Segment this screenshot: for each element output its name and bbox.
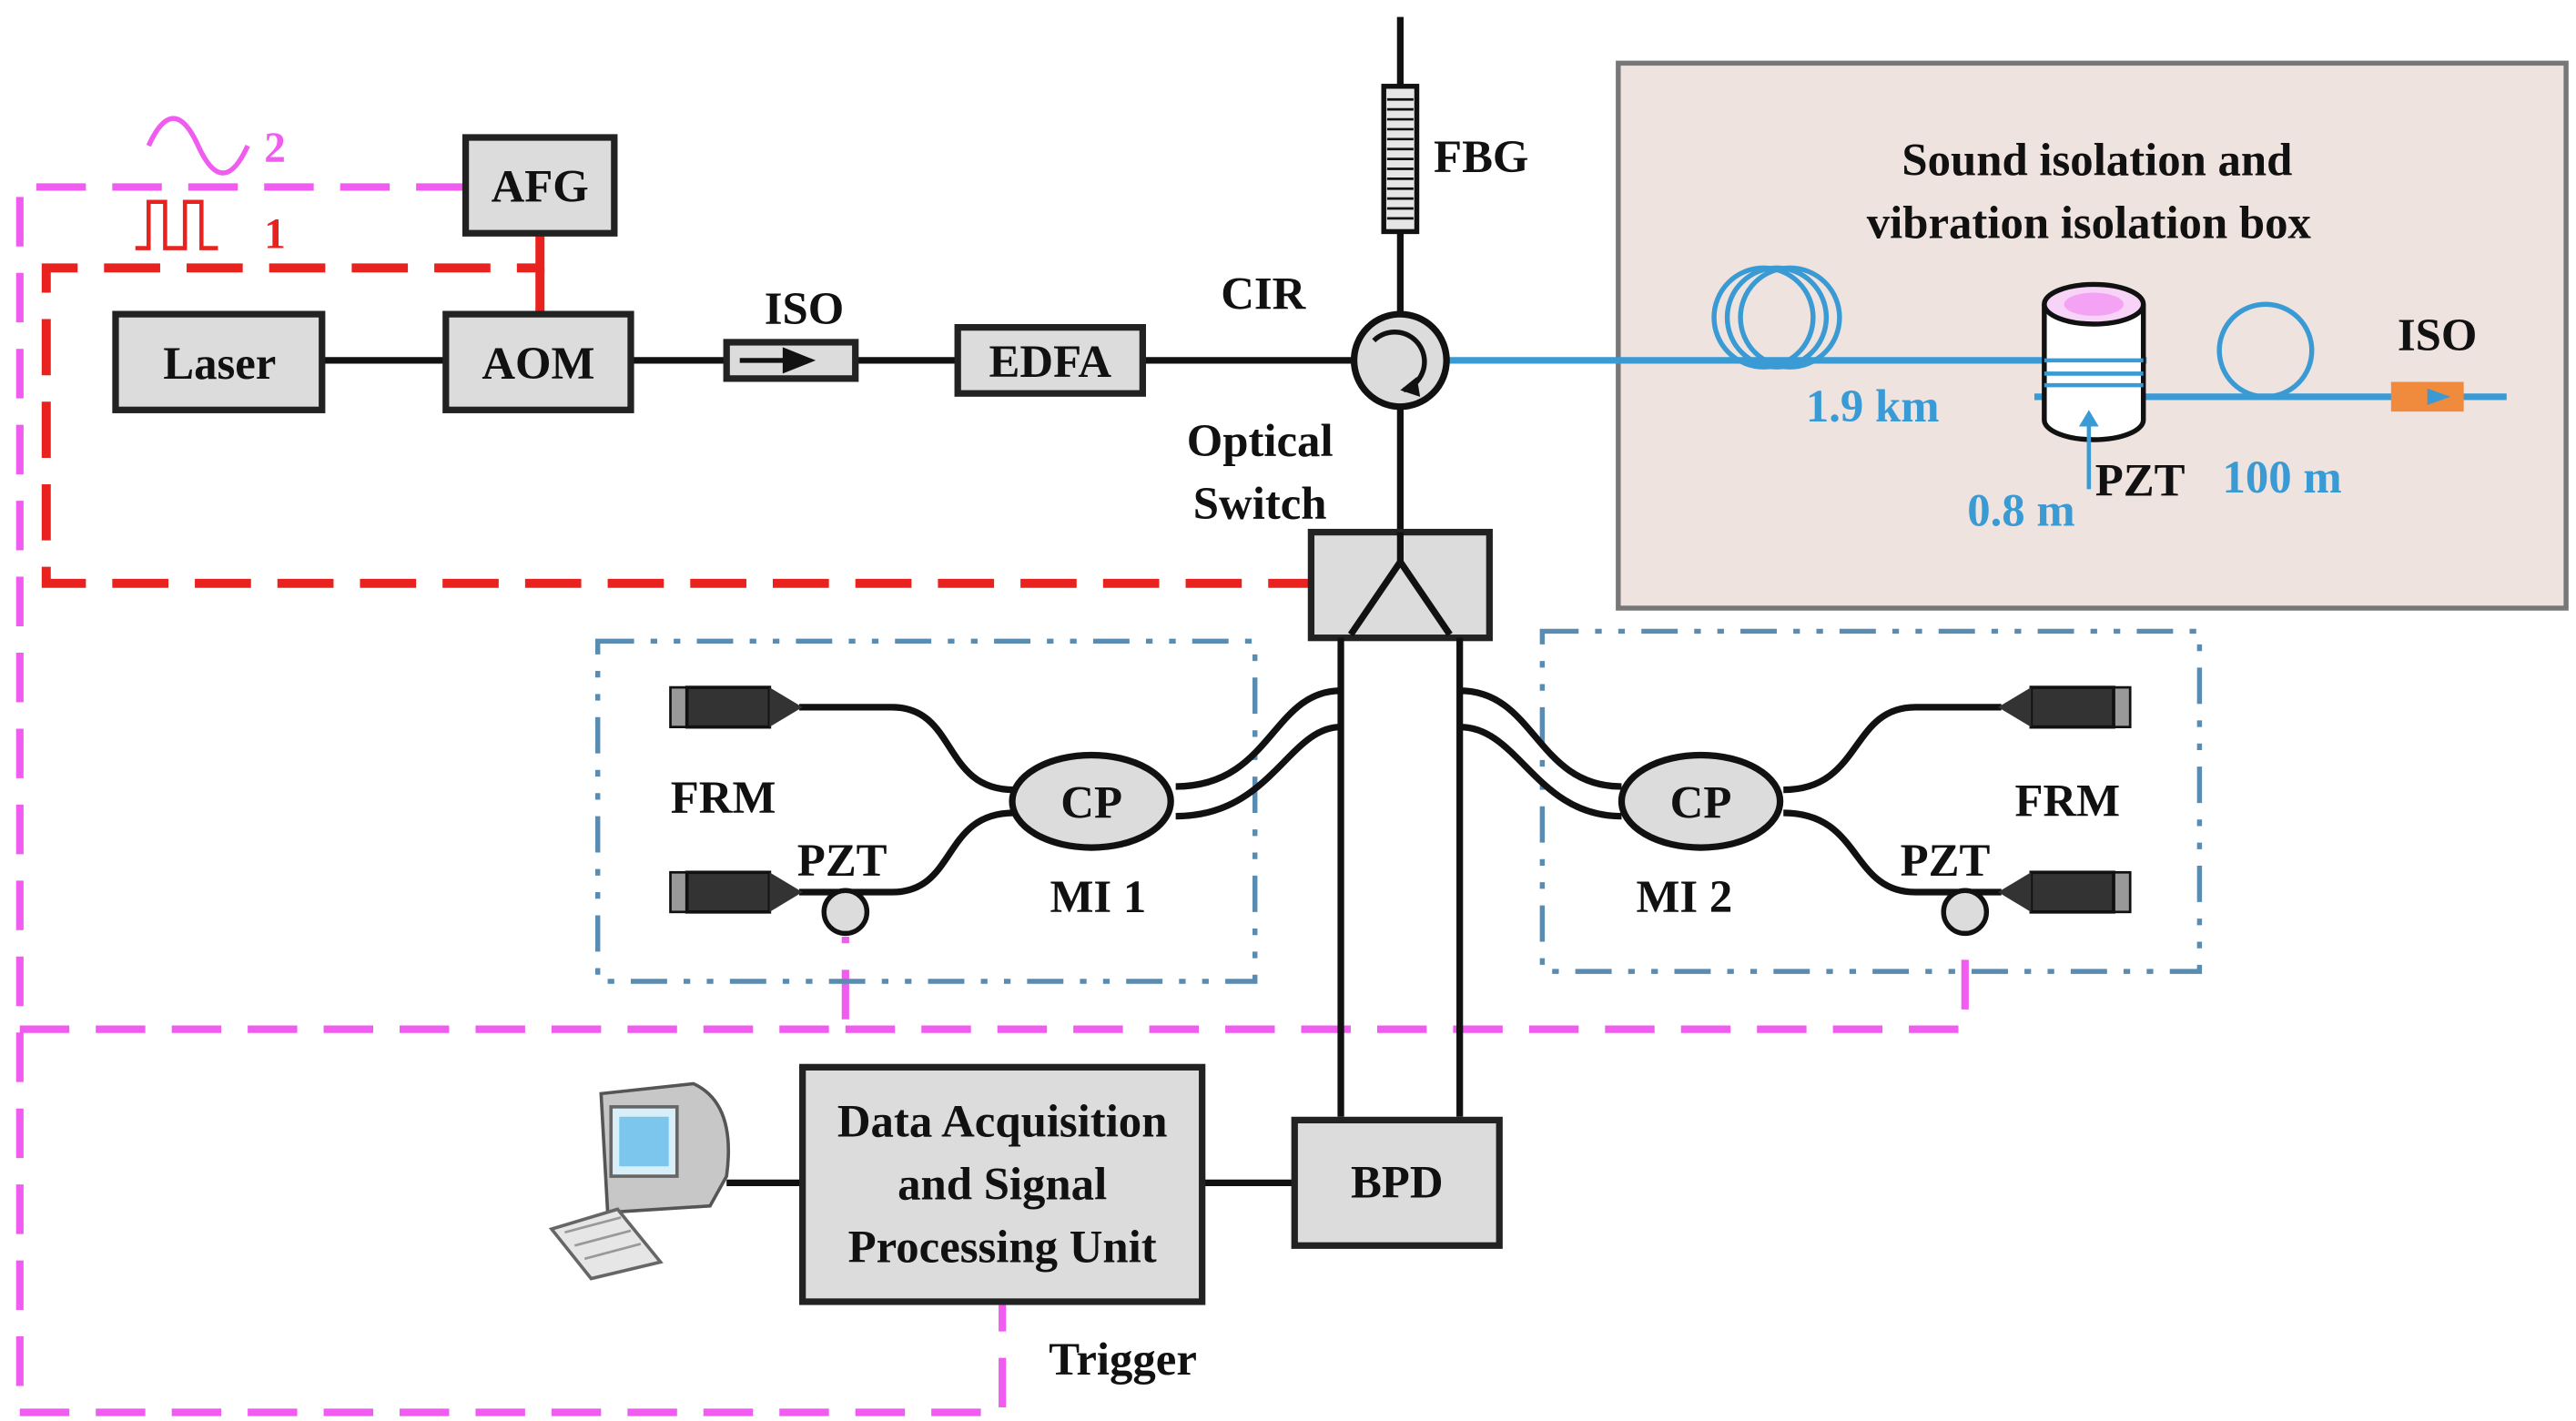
fiber-100m-label: 100 m	[2223, 452, 2342, 502]
frm-left-lower-icon	[669, 870, 803, 914]
mi1-enclosure	[594, 638, 1258, 984]
sine-wave-icon	[146, 116, 250, 176]
cp-left-label: CP	[1060, 776, 1122, 827]
bpd-box	[1291, 1116, 1503, 1249]
switch-left-out-fiber	[1175, 637, 1344, 1117]
edfa-box	[954, 323, 1146, 397]
aom-box	[442, 310, 634, 413]
iso-box-arrow-icon	[2427, 388, 2451, 405]
afg-box	[461, 134, 618, 237]
mi2-label: MI 2	[1636, 871, 1732, 922]
optical-switch-label-line1: Optical	[1187, 415, 1334, 466]
aom-label: AOM	[482, 338, 594, 389]
daq-label-line1: Data Acquisition	[837, 1096, 1168, 1147]
isolation-box-title-line1: Sound isolation and	[1902, 135, 2292, 186]
pzt-right-icon	[1941, 888, 1990, 937]
laser-box	[112, 310, 326, 413]
circulator-arrowhead	[1400, 377, 1421, 397]
cp-right-box	[1618, 751, 1784, 851]
iso-top-arrow-icon	[782, 347, 816, 374]
laser-label: Laser	[163, 338, 276, 389]
frm-right-label: FRM	[2014, 776, 2120, 827]
daq-label-line2: and Signal	[898, 1158, 1107, 1209]
edfa-label: EDFA	[989, 336, 1112, 387]
isolation-box-title-line2: vibration isolation box	[1867, 198, 2312, 249]
pzt-box-pointer-head	[2078, 410, 2099, 427]
optical-switch-label-line2: Switch	[1193, 478, 1327, 529]
cir-label: CIR	[1221, 269, 1306, 320]
pzt-box-label: PZT	[2095, 455, 2186, 506]
pzt-left-icon	[821, 888, 870, 937]
switch-control-line	[41, 235, 1312, 588]
fiber-0-8m-label: 0.8 m	[1967, 484, 2074, 535]
pulse-wave-icon	[135, 199, 218, 250]
pzt-right-label: PZT	[1901, 835, 1991, 886]
cp-right-label: CP	[1670, 776, 1732, 827]
optical-switch-arms	[1347, 532, 1453, 637]
fiber-coil-1-9km	[1711, 265, 1842, 370]
mi2-frm-fibers	[1783, 704, 2002, 896]
frm-left-label: FRM	[671, 772, 776, 823]
mi2-enclosure	[1539, 628, 2203, 974]
mi1-frm-fibers	[799, 704, 1014, 896]
afg-label: AFG	[492, 161, 589, 212]
switch-right-out-fiber	[1456, 637, 1622, 1117]
daq-label-line3: Processing Unit	[848, 1221, 1157, 1272]
trigger-label: Trigger	[1049, 1334, 1197, 1385]
frm-left-upper-icon	[669, 685, 803, 729]
fiber-coil-100m	[2216, 301, 2315, 400]
cp-left-box	[1009, 751, 1174, 851]
circulator-icon	[1350, 310, 1450, 411]
fbg-grating-lines	[1386, 97, 1414, 220]
fiber-1-9km-label: 1.9 km	[1806, 381, 1940, 431]
iso-box-label: ISO	[2398, 310, 2478, 360]
daq-box	[799, 1063, 1206, 1305]
pzt-cylinder-icon	[2042, 281, 2146, 442]
pzt-left-label: PZT	[797, 835, 887, 886]
pzt-drive-line	[19, 937, 1969, 1033]
frm-right-upper-icon	[1998, 685, 2132, 729]
channel-2-label: 2	[264, 125, 286, 172]
computer-icon	[548, 1081, 731, 1281]
bpd-label: BPD	[1351, 1157, 1444, 1208]
mi1-label: MI 1	[1050, 871, 1146, 922]
iso-top-label: ISO	[765, 283, 845, 334]
fbg-label: FBG	[1434, 131, 1528, 182]
channel-1-label: 1	[264, 211, 286, 259]
frm-right-lower-icon	[1998, 870, 2132, 914]
